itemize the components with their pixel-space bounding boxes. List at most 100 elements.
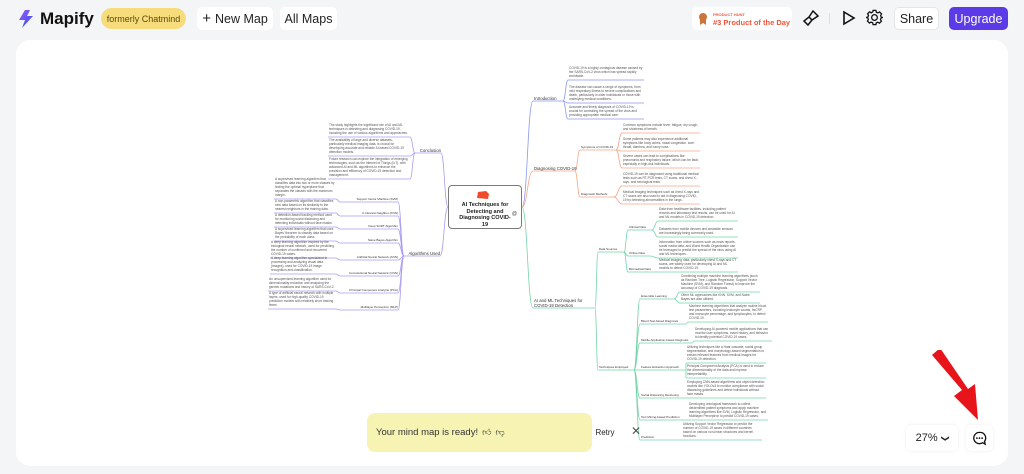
- connector: [521, 100, 534, 208]
- play-icon[interactable]: [842, 10, 856, 26]
- mind-map-node[interactable]: Deep SORT Algorithm: [368, 223, 398, 228]
- connector: [613, 185, 623, 198]
- all-maps-button[interactable]: All Maps: [280, 7, 337, 30]
- connector: [594, 307, 599, 371]
- mapify-logo[interactable]: Mapify: [16, 7, 94, 30]
- mind-map-node[interactable]: Techniques Employed: [599, 364, 629, 369]
- paintbrush-icon[interactable]: [802, 9, 820, 27]
- mind-map-node[interactable]: Principal Component Analysis (PCA): [349, 287, 398, 292]
- mind-map-node[interactable]: Multilayer Perceptron (MLP): [360, 304, 398, 309]
- mind-map-leaf[interactable]: Accurate and timely diagnosis of COVID-1…: [569, 105, 637, 118]
- thumbs-up-icon[interactable]: 👍︎: [482, 427, 492, 437]
- mind-map-node[interactable]: Conclusion: [419, 147, 441, 153]
- thumbs-down-icon[interactable]: 👎︎: [495, 427, 505, 437]
- chevron-down-icon: ❯: [940, 434, 950, 442]
- connector: [673, 298, 681, 304]
- connector: [594, 251, 599, 309]
- new-map-button[interactable]: +New Map: [197, 7, 273, 30]
- retry-button[interactable]: Retry: [593, 424, 617, 441]
- share-button[interactable]: Share: [894, 7, 939, 30]
- mind-map-leaf[interactable]: A detection-based tracking method used f…: [275, 213, 333, 226]
- mind-map-node[interactable]: Convolutional Neural Network (CNN): [348, 270, 398, 275]
- connector: [685, 321, 689, 325]
- mind-map-leaf[interactable]: Datasets from mobile devices and wearabl…: [659, 227, 733, 236]
- mind-map-node[interactable]: Social Distancing Monitoring: [641, 392, 679, 397]
- connector: [633, 369, 641, 441]
- mind-map-node[interactable]: Feature Extraction Approach: [641, 364, 680, 369]
- connector: [335, 226, 341, 230]
- mind-map-node[interactable]: Online Data: [629, 250, 645, 255]
- mind-map-node[interactable]: Diagnostic Methods: [581, 191, 608, 196]
- mind-map-leaf[interactable]: COVID-19 can be diagnosed using traditio…: [623, 172, 699, 185]
- mind-map-leaf[interactable]: Combining multiple machine learning algo…: [681, 274, 758, 291]
- mind-map-leaf[interactable]: Utilizing Support Vector Regression to p…: [683, 422, 753, 439]
- mind-map-leaf[interactable]: Machine learning algorithms that analyze…: [689, 304, 767, 321]
- mind-map-node[interactable]: Data Sources: [599, 246, 618, 251]
- mind-map-canvas[interactable]: Introduction COVID-19 is a highly contagi…: [16, 40, 1008, 466]
- mind-map-node[interactable]: Naive Bayes Algorithm: [367, 237, 398, 242]
- connector: [440, 152, 449, 208]
- mind-map-leaf[interactable]: Principal Component Analysis (PCA) is us…: [687, 364, 764, 377]
- mind-map-leaf[interactable]: Some patients may also experience additi…: [623, 137, 695, 150]
- mind-map-leaf[interactable]: Developing AI-powered mobile application…: [695, 327, 769, 340]
- connector: [335, 198, 341, 203]
- zoom-level-dropdown[interactable]: 27% ❯: [906, 425, 958, 451]
- mind-map-leaf[interactable]: Future research can explore the integrat…: [329, 157, 408, 178]
- mind-map-leaf[interactable]: Data from healthcare facilities, includi…: [659, 207, 735, 220]
- mind-map-leaf[interactable]: A supervised learning algorithm that use…: [275, 227, 334, 240]
- connector: [574, 149, 581, 172]
- settings-gear-icon[interactable]: [866, 9, 883, 26]
- medal-icon: [699, 12, 707, 25]
- mind-map-node[interactable]: Support Vector Machine (SVM): [356, 196, 398, 201]
- mind-map-node[interactable]: Mobile Application-based Diagnosis: [641, 337, 689, 342]
- product-hunt-badge[interactable]: PRODUCT HUNT #3 Product of the Day: [692, 7, 792, 30]
- mind-map-node[interactable]: Ensemble Learning: [641, 293, 667, 298]
- connector: [335, 290, 341, 294]
- mind-map-node[interactable]: AI and ML Techniques for COVID-19 Detect…: [534, 297, 583, 308]
- mind-map-leaf[interactable]: The disease can cause a range of symptom…: [569, 85, 641, 102]
- mind-map-node[interactable]: Diagnosing COVID-19: [534, 165, 577, 171]
- mind-map-leaf[interactable]: Common symptoms include fever, fatigue, …: [623, 123, 699, 132]
- chat-button[interactable]: [966, 425, 993, 451]
- mind-map-node[interactable]: Biomedical Data: [629, 266, 651, 271]
- mind-map-leaf[interactable]: Utilizing techniques like a Haar cascade…: [687, 345, 765, 362]
- mind-map-leaf[interactable]: Developing ontological framework to coll…: [689, 402, 767, 419]
- mind-map-node[interactable]: Artificial Neural Network (ANN): [356, 254, 398, 259]
- root-node[interactable]: AI Techniques for Detecting and Diagnosi…: [448, 185, 522, 229]
- mind-map-leaf[interactable]: COVID-19 is a highly contagious disease …: [569, 66, 643, 79]
- mind-map-node[interactable]: Blood Test-based Diagnosis: [641, 318, 679, 323]
- mind-map-node[interactable]: K-Nearest Neighbor (KNN): [362, 210, 398, 215]
- connector: [615, 132, 623, 151]
- mind-map-node[interactable]: Algorithms Used: [408, 250, 440, 256]
- mind-map-leaf[interactable]: A type of artificial neural network with…: [269, 291, 334, 308]
- mind-map-leaf[interactable]: Employing CNN-based algorithms and objec…: [687, 380, 765, 397]
- mind-map-ready-toast: Your mind map is ready! 👍︎ 👎︎: [367, 413, 592, 452]
- connector: [562, 100, 569, 120]
- red-arrow-annotation: [932, 350, 978, 420]
- mind-map-leaf[interactable]: Severe cases can lead to complications l…: [623, 154, 699, 167]
- mind-map-node[interactable]: Clinical Data: [629, 224, 646, 229]
- link-icon[interactable]: @: [511, 211, 517, 217]
- product-of-day-label: #3 Product of the Day: [713, 17, 791, 27]
- mind-map-leaf[interactable]: The availability of large and diverse da…: [329, 138, 404, 155]
- mind-map-leaf[interactable]: A deep learning algorithm specialized in…: [271, 256, 328, 273]
- connector: [397, 255, 405, 311]
- mind-map-node[interactable]: Prediction: [641, 434, 655, 439]
- mind-map-node[interactable]: Introduction: [534, 95, 557, 101]
- mind-map-leaf[interactable]: Other ML approaches like KNN, SVM, and N…: [681, 293, 750, 302]
- connector: [633, 342, 641, 371]
- mind-map-node[interactable]: Symptoms of COVID-19: [581, 144, 614, 149]
- chat-bubble-icon: [973, 431, 987, 445]
- mind-map-node[interactable]: Text Mining-based Prediction: [641, 414, 680, 419]
- mind-map-leaf[interactable]: A deep learning algorithm inspired by th…: [271, 240, 335, 257]
- close-toast-icon[interactable]: ✕: [631, 424, 642, 438]
- mind-map-leaf[interactable]: Medical imaging data, particularly chest…: [659, 258, 737, 271]
- mind-map-leaf[interactable]: The study highlights the significant rol…: [329, 123, 408, 136]
- mind-map-leaf[interactable]: Medical imaging techniques such as chest…: [623, 190, 700, 203]
- mind-map-leaf[interactable]: A supervised learning algorithm that cla…: [275, 177, 335, 198]
- connector: [673, 291, 681, 300]
- mind-map-leaf[interactable]: An unsupervised learning algorithm used …: [269, 277, 335, 290]
- mind-map-leaf[interactable]: A non-parametric algorithm that classifi…: [275, 199, 334, 212]
- mind-map-leaf[interactable]: Information from online sources such as …: [659, 240, 737, 257]
- upgrade-button[interactable]: Upgrade: [949, 7, 1008, 30]
